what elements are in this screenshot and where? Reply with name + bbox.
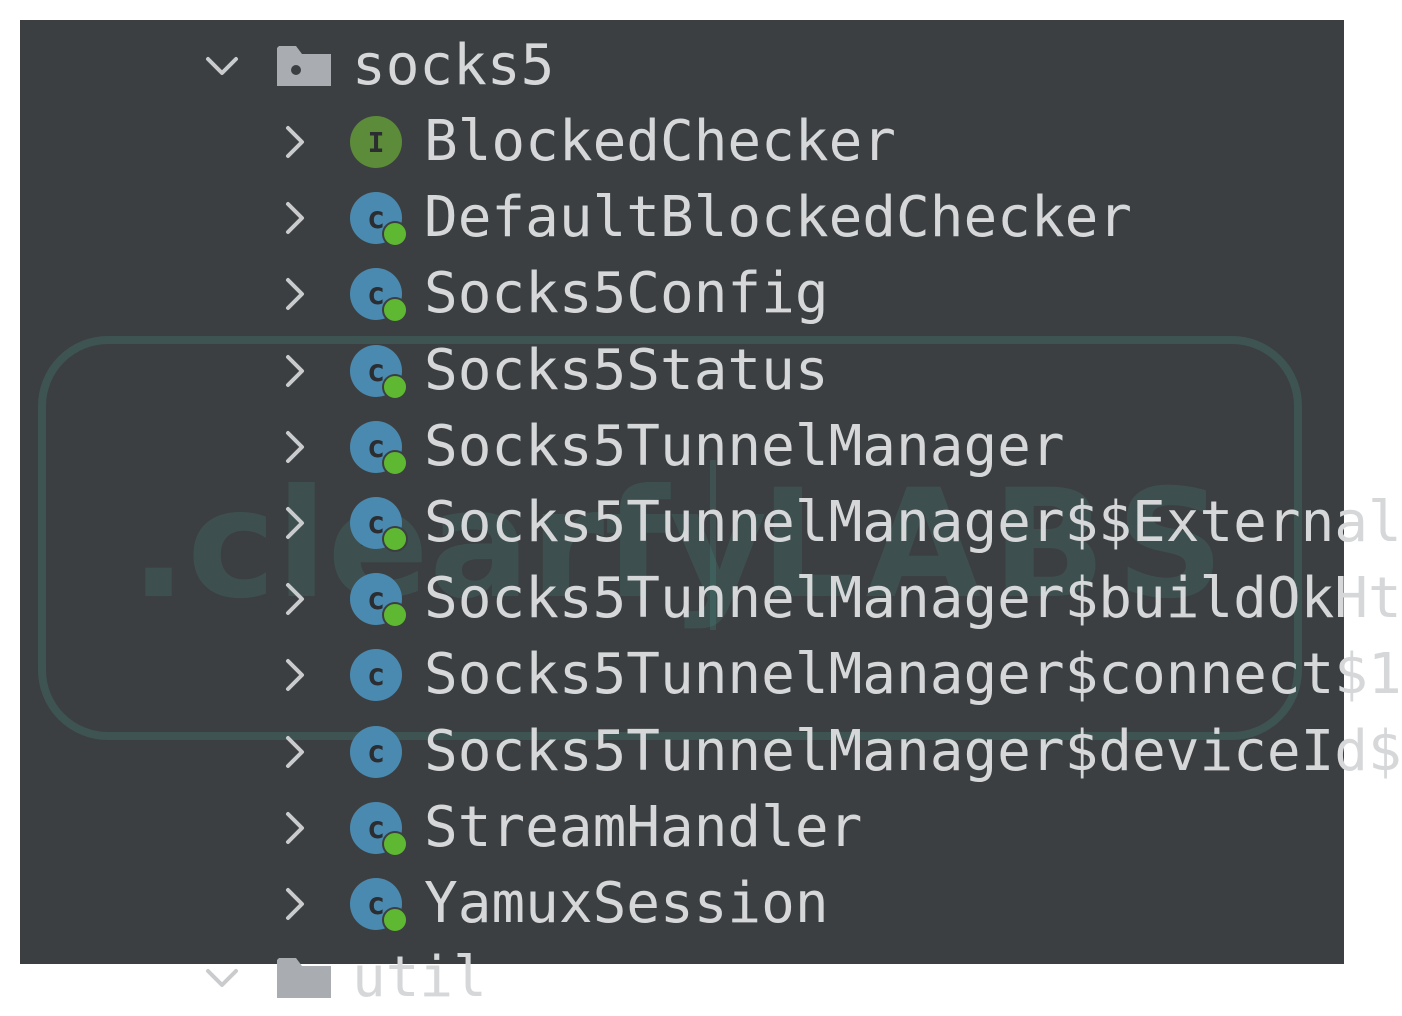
tree-item[interactable]: c Socks5TunnelManager [20,409,1344,485]
tree-folder-util[interactable]: util [20,940,1344,1016]
chevron-right-icon[interactable] [274,503,314,543]
chevron-right-icon[interactable] [274,351,314,391]
tree-item[interactable]: I BlockedChecker [20,104,1344,180]
tree-item-label: Socks5Config [424,261,829,327]
tree-item[interactable]: c YamuxSession [20,866,1344,942]
svg-text:c: c [367,735,385,770]
watermark-logo-text: .clearfy [130,458,768,632]
class-icon: c [348,341,408,401]
class-icon: c [348,645,408,705]
svg-text:c: c [367,201,385,236]
tree-item[interactable]: c StreamHandler [20,790,1344,866]
class-icon: c [348,264,408,324]
chevron-right-icon[interactable] [274,655,314,695]
tree-item[interactable]: c Socks5TunnelManager$connect$1 [20,637,1402,713]
folder-icon [276,956,332,1000]
chevron-right-icon[interactable] [274,884,314,924]
svg-text:c: c [367,506,385,541]
tree-item-label: BlockedChecker [424,109,897,174]
folder-label: socks5 [352,33,555,98]
tree-item-label: Socks5TunnelManager [424,413,1065,479]
folder-icon [276,44,332,88]
class-icon: c [348,798,408,858]
chevron-right-icon[interactable] [274,198,314,238]
class-icon: c [348,493,408,553]
chevron-right-icon[interactable] [274,274,314,314]
chevron-down-icon[interactable] [202,958,242,998]
interface-icon: I [348,112,408,172]
tree-item[interactable]: c DefaultBlockedChecker [20,180,1344,256]
chevron-right-icon[interactable] [274,122,314,162]
tree-item-label: Socks5TunnelManager$connect$1 [424,642,1402,708]
tree-item[interactable]: c Socks5TunnelManager$deviceId$ [20,714,1402,790]
chevron-right-icon[interactable] [274,579,314,619]
class-icon: c [348,722,408,782]
watermark-divider [710,460,716,630]
tree-item-label: Socks5TunnelManager$$External [424,490,1402,555]
tree-item[interactable]: c Socks5Status [20,333,1344,409]
tree-folder-socks5[interactable]: socks5 [20,28,1344,104]
folder-label: util [352,945,487,1010]
chevron-right-icon[interactable] [274,808,314,848]
tree-item-label: StreamHandler [424,794,863,860]
tree-item-label: Socks5Status [424,337,829,403]
svg-text:I: I [368,126,385,159]
class-icon: c [348,417,408,477]
chevron-right-icon[interactable] [274,427,314,467]
chevron-right-icon[interactable] [274,732,314,772]
class-icon: c [348,188,408,248]
svg-text:c: c [367,277,385,312]
tree-item[interactable]: c Socks5Config [20,256,1344,332]
svg-text:c: c [367,811,385,846]
svg-text:c: c [367,430,385,465]
tree-item[interactable]: c Socks5TunnelManager$$External [20,485,1402,561]
class-icon: c [348,569,408,629]
chevron-down-icon[interactable] [202,46,242,86]
watermark-labs-text: LABS [760,458,1235,632]
class-icon: c [348,874,408,934]
svg-text:c: c [367,887,385,922]
tree-item-label: Socks5TunnelManager$buildOkHt [424,566,1402,632]
svg-text:c: c [367,582,385,617]
tree-item-label: YamuxSession [424,871,829,936]
svg-text:c: c [367,658,385,693]
project-tree-panel: .clearfy LABS socks5 I BlockedChecker c Def… [20,20,1402,1010]
tree-item-label: DefaultBlockedChecker [424,185,1133,251]
tree-item-label: Socks5TunnelManager$deviceId$ [424,718,1402,784]
tree-item[interactable]: c Socks5TunnelManager$buildOkHt [20,561,1402,637]
svg-text:c: c [367,354,385,389]
